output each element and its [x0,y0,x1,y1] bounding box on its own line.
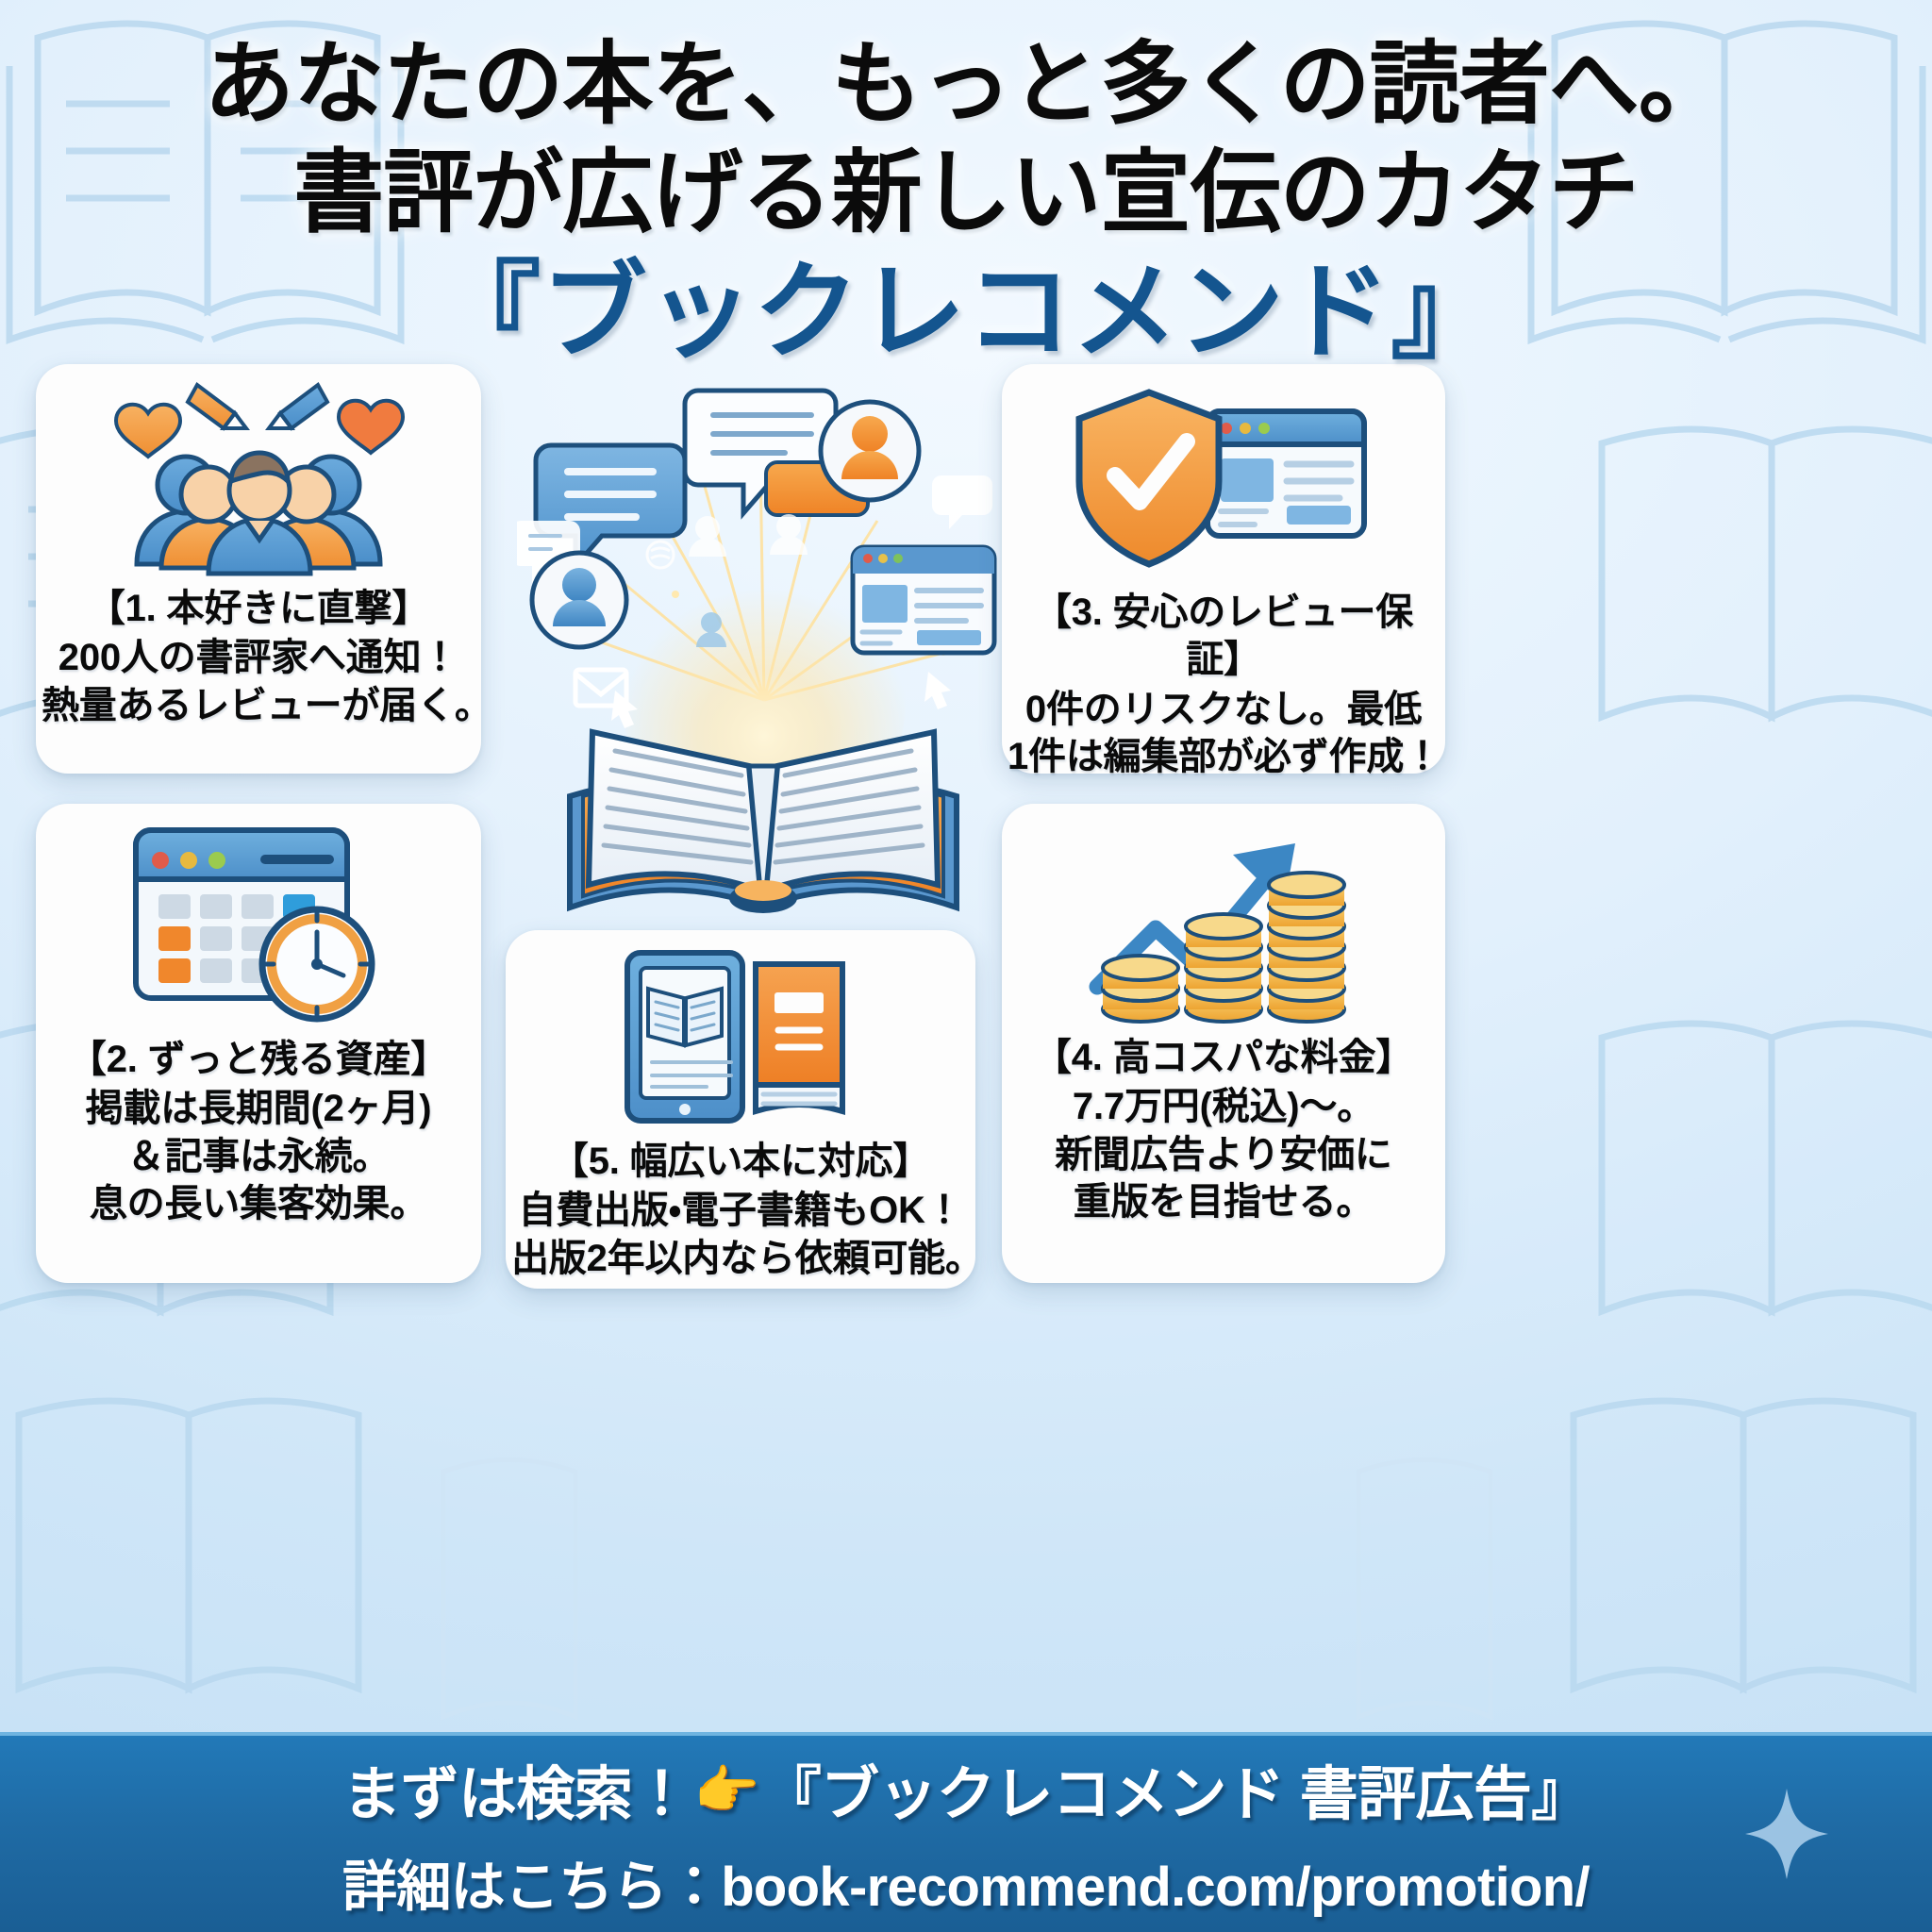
card-1-line-2: 熱量あるレビューが届く。 [42,684,492,726]
card-5-text: 【5. 幅広い本に対応】 自費出版・電子書籍もOK！ 出版2年以内なら依頼可能。 [511,1138,983,1282]
feature-card-1: 【1. 本好きに直撃】 200人の書評家へ通知！ 熱量あるレビューが届く。 [36,364,492,774]
pointing-right-icon: 👉 [693,1760,760,1820]
open-book-burst-illustration [517,370,1008,926]
readers-group-icon [42,379,475,579]
card-3-text: 【3. 安心のレビュー保証】 0件のリスクなし。最低 1件は編集部が必ず作成！ [1008,589,1441,781]
search-term: 『ブックレコメンド 書評広告』 [762,1762,1591,1827]
shield-check-icon [1008,379,1440,579]
card-1-text: 【1. 本好きに直撃】 200人の書評家へ通知！ 熱量あるレビューが届く。 [42,585,492,729]
card-2-line-1: 掲載は長期間(2ヶ月) [85,1088,432,1130]
headline-line-1: あなたの本を、もっと多くの読者へ。 [204,34,1729,135]
cta-prefix: まずは検索！ [342,1762,691,1827]
card-3-line-2: 1件は編集部が必ず作成！ [1008,736,1441,778]
promo-url[interactable]: book-recommend.com/promotion/ [721,1857,1590,1918]
cta-banner[interactable]: まずは検索！ 👉 『ブックレコメンド 書評広告』 詳細はこちら：book-rec… [0,1732,1932,1932]
cta-url-line[interactable]: 詳細はこちら：book-recommend.com/promotion/ [342,1842,1591,1922]
feature-card-2: 【2. ずっと残る資産】 掲載は長期間(2ヶ月) ＆記事は永続。 息の長い集客効… [36,804,481,1283]
feature-card-3: 【3. 安心のレビュー保証】 0件のリスクなし。最低 1件は編集部が必ず作成！ [1002,364,1445,777]
page-header: あなたの本を、もっと多くの読者へ。 書評が広げる新しい宣伝のカタチ 『ブックレコ… [0,32,1932,370]
card-1-line-1: 200人の書評家へ通知！ [58,637,459,679]
detail-label: 詳細はこちら： [342,1857,722,1918]
card-5-title: 【5. 幅広い本に対応】 [550,1141,931,1182]
sparkle-icon [1743,1787,1830,1881]
growth-coins-icon [1008,815,1440,1032]
card-4-line-1: 7.7万円(税込)〜。 [1072,1086,1375,1128]
card-2-line-2: ＆記事は永続。 [126,1135,391,1177]
card-1-title: 【1. 本好きに直撃】 [87,588,430,629]
card-2-line-3: 息の長い集客効果。 [89,1183,428,1225]
cta-search-line: まずは検索！ 👉 『ブックレコメンド 書評広告』 [342,1746,1591,1831]
feature-card-5: 【5. 幅広い本に対応】 自費出版・電子書籍もOK！ 出版2年以内なら依頼可能。 [506,930,983,1289]
card-2-title: 【2. ずっと残る資産】 [68,1039,449,1080]
card-3-title: 【3. 安心のレビュー保証】 [1033,591,1414,681]
card-4-line-2: 新聞広告より安価に [1055,1133,1392,1175]
calendar-clock-icon [42,815,475,1032]
card-3-line-1: 0件のリスクなし。最低 [1024,688,1423,730]
brand-title: 『ブックレコメンド』 [435,252,1497,371]
headline-line-2: 書評が広げる新しい宣伝のカタチ [293,142,1640,244]
card-2-text: 【2. ずっと残る資産】 掲載は長期間(2ヶ月) ＆記事は永続。 息の長い集客効… [42,1036,475,1228]
card-5-line-2: 出版2年以内なら依頼可能。 [511,1237,983,1279]
feature-card-4: 【4. 高コスパな料金】 7.7万円(税込)〜。 新聞広告より安価に 重版を目指… [1002,804,1445,1283]
card-4-text: 【4. 高コスパな料金】 7.7万円(税込)〜。 新聞広告より安価に 重版を目指… [1008,1034,1440,1226]
card-5-line-1: 自費出版・電子書籍もOK！ [518,1190,963,1232]
card-4-line-3: 重版を目指せる。 [1073,1181,1374,1224]
card-4-title: 【4. 高コスパな料金】 [1033,1037,1414,1078]
tablet-book-icon [511,943,970,1132]
